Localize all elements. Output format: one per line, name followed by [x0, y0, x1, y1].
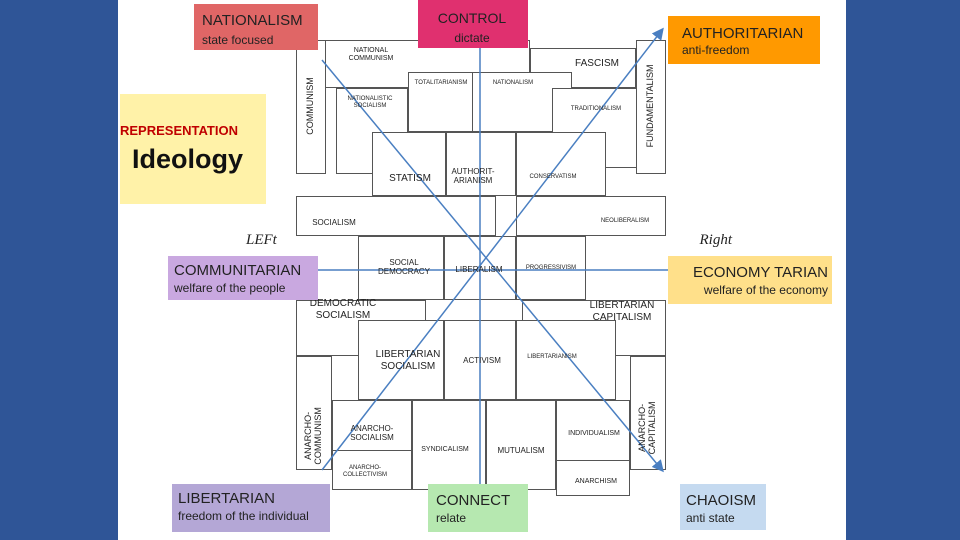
- cell-anarcho-collectivism: [332, 450, 412, 490]
- label-fascism: FASCISM: [575, 58, 619, 69]
- chaoism-box: CHAOISM anti state: [680, 484, 766, 530]
- cell-mutualism: [486, 400, 556, 490]
- axis-label-left: LEFt: [246, 232, 277, 248]
- right-frame-divider: [842, 0, 846, 540]
- cell-progressivism: [516, 236, 586, 300]
- connector-lines: [272, 27, 683, 500]
- label-totalitarianism: TOTALITARIANISM: [414, 80, 468, 86]
- representation-box: REPRESENTATION Ideology: [120, 94, 266, 204]
- cell-social-democracy: [358, 236, 444, 300]
- cell-conservatism: [516, 132, 606, 196]
- chaoism-title: CHAOISM: [686, 492, 757, 509]
- control-title: CONTROL: [437, 10, 507, 26]
- connect-box: CONNECT relate: [428, 484, 528, 532]
- label-anarcho-socialism: ANARCHO-SOCIALISM: [350, 424, 394, 443]
- communitarian-title: COMMUNITARIAN: [174, 262, 302, 279]
- authoritarian-title: AUTHORITARIAN: [682, 25, 804, 42]
- authoritarian-subtitle: anti-freedom: [682, 43, 750, 57]
- diagonal-line-b: [321, 27, 664, 471]
- label-anarcho-communism: ANARCHO-COMMUNISM: [303, 407, 323, 465]
- cell-communism: [296, 40, 326, 174]
- label-fundamentalism: FUNDAMENTALISM: [645, 64, 656, 148]
- axis-label-right: Right: [699, 232, 733, 248]
- cell-individualism: [556, 400, 630, 470]
- libertarian-title: LIBERTARIAN: [178, 490, 275, 507]
- cell-anarcho-communism: [296, 356, 332, 470]
- diagonal-line-a: [321, 59, 664, 473]
- label-social-democracy: SOCIAL DEMOCRACY: [377, 258, 430, 277]
- cell-authoritarianism: [446, 132, 516, 196]
- representation-title: REPRESENTATION: [120, 123, 238, 138]
- label-traditionalism: TRADITIONALISM: [570, 106, 622, 112]
- label-activism: ACTIVISM: [463, 356, 501, 365]
- control-box: CONTROL dictate: [418, 0, 528, 48]
- label-nationalistic-socialism: NATIONALISTIC SOCIALISM: [347, 96, 393, 109]
- label-individualism: INDIVIDUALISM: [568, 430, 620, 437]
- label-mutualism: MUTUALISM: [497, 446, 545, 455]
- economytarian-title: ECONOMY TARIAN: [692, 264, 828, 281]
- left-frame-bar: [0, 0, 118, 540]
- label-authoritarianism: AUTHORIT-ARIANISM: [451, 167, 495, 186]
- cell-libertarian-socialism: [358, 320, 444, 400]
- connect-subtitle: relate: [436, 511, 467, 525]
- label-libertarian-capitalism: LIBERTARIAN CAPITALISM: [589, 300, 655, 323]
- label-libertarian-socialism: LIBERTARIAN SOCIALISM: [375, 349, 441, 372]
- label-syndicalism: SYNDICALISM: [421, 446, 469, 453]
- right-frame-bar: [842, 0, 960, 540]
- label-communism: COMMUNISM: [305, 77, 316, 135]
- label-libertarianism: LIBERTARIANISM: [527, 354, 577, 360]
- cell-syndicalism: [412, 400, 486, 490]
- economytarian-subtitle: welfare of the economy: [703, 283, 828, 297]
- authoritarian-box: AUTHORITARIAN anti-freedom: [668, 16, 820, 64]
- cell-neoliberalism: [516, 196, 666, 236]
- communitarian-subtitle: welfare of the people: [174, 281, 286, 295]
- control-subtitle: dictate: [454, 31, 490, 45]
- nationalism-subtitle: state focused: [202, 33, 274, 47]
- representation-subtitle: Ideology: [132, 144, 244, 174]
- label-liberalism: LIBERALISM: [455, 265, 503, 274]
- chaoism-subtitle: anti state: [686, 511, 735, 525]
- economytarian-box: ECONOMY TARIAN welfare of the economy: [668, 256, 832, 304]
- label-conservatism: CONSERVATISM: [529, 174, 577, 180]
- cell-fundamentalism: [636, 40, 666, 174]
- cell-libertarianism: [516, 320, 616, 400]
- diagram-canvas: NATIONAL COMMUNISM FASCISM TOTALITARIANI…: [120, 0, 842, 540]
- nationalism-title: NATIONALISM: [202, 12, 303, 29]
- label-nationalism-inner: NATIONALISM: [492, 80, 534, 86]
- label-anarcho-collectivism: ANARCHO-COLLECTIVISM: [342, 465, 387, 478]
- libertarian-box: LIBERTARIAN freedom of the individual: [172, 484, 330, 532]
- nationalism-box: NATIONALISM state focused: [194, 4, 318, 50]
- label-neoliberalism: NEOLIBERALISM: [600, 218, 650, 224]
- left-frame-divider: [118, 0, 122, 540]
- cell-anarcho-capitalism: [630, 356, 666, 470]
- connect-title: CONNECT: [436, 492, 511, 509]
- label-progressivism: PROGRESSIVISM: [525, 265, 577, 271]
- label-statism: STATISM: [389, 173, 431, 184]
- communitarian-box: COMMUNITARIAN welfare of the people: [168, 256, 318, 300]
- cell-anarchism: [556, 460, 630, 496]
- label-anarchism: ANARCHISM: [574, 478, 617, 485]
- label-socialism: SOCIALISM: [312, 218, 356, 227]
- label-democratic-socialism: DEMOCRATIC SOCIALISM: [309, 298, 377, 321]
- libertarian-subtitle: freedom of the individual: [178, 509, 309, 523]
- label-anarcho-capitalism: ANARCHO-CAPITALISM: [637, 401, 657, 455]
- label-national-communism: NATIONAL COMMUNISM: [348, 47, 394, 63]
